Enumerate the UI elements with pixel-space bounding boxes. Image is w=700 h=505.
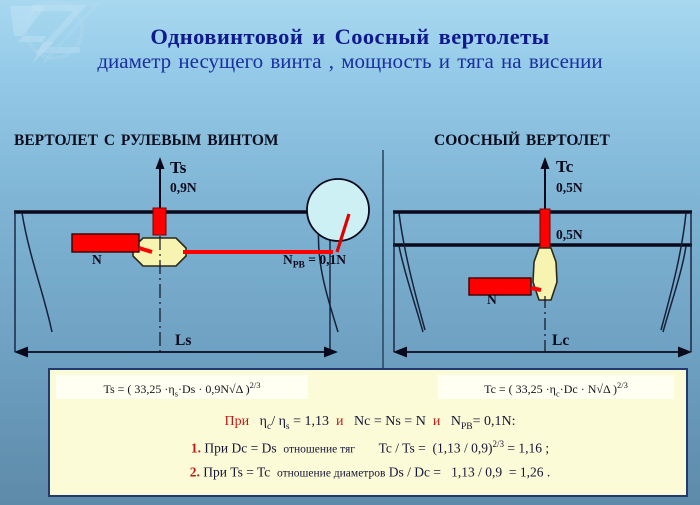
label-thrust-c: Tc	[556, 157, 574, 176]
blade-curve-right-4	[662, 245, 687, 333]
condition-line: При ηc/ ηs = 1,13 и Nc = Ns = N и NРВ= 0…	[50, 414, 690, 432]
formula-left-eta: ·η	[164, 382, 175, 396]
title-line-1: Одновинтовой и Соосный вертолеты	[150, 24, 550, 49]
condition-tail-value: = 0,1N:	[472, 414, 516, 429]
page-title: Одновинтовой и Соосный вертолеты диаметр…	[0, 24, 700, 74]
item-2-ratio: Ds / Dc =	[388, 464, 442, 480]
single-rotor-helicopter-diagram	[14, 157, 370, 358]
conclusion-item-1: 1. При Dc = Ds отношение тяг Tc / Ts = (…	[50, 439, 690, 457]
thrust-arrow-up-left	[155, 157, 165, 213]
formula-right-close: )	[610, 382, 618, 396]
formula-left-eta-sub: s	[174, 388, 178, 399]
dimension-line-ls	[14, 346, 338, 358]
condition-and-1: и	[336, 414, 344, 429]
tail-rotor-disc	[306, 178, 370, 242]
label-thrust-c-upper: 0,5N	[556, 180, 583, 195]
label-power-right: N	[487, 292, 497, 307]
thrust-arrow-up-right	[540, 157, 550, 213]
label-thrust-s-value: 0,9N	[170, 180, 197, 195]
item-1-expression: (1,13 / 0,9)	[432, 440, 493, 456]
item-1-condition: При Dc = Ds	[204, 440, 277, 456]
coaxial-helicopter-diagram	[393, 157, 692, 358]
condition-eta-value: = 1,13	[293, 414, 330, 429]
rotor-mast-left	[152, 207, 167, 236]
condition-slash: / η	[271, 414, 286, 429]
company-logo-watermark	[10, 0, 101, 64]
blade-curve-left-1	[21, 212, 53, 333]
dimension-line-lc	[393, 346, 692, 358]
formula-thrust-single: Ts = ( 33,25 ·ηs·Ds · 0,9N√Δ )2/3	[56, 375, 308, 399]
formula-right-mid: ·Dc · N	[559, 382, 597, 396]
label-power-left: N	[92, 252, 102, 267]
item-2-description: отношение диаметров	[277, 467, 386, 480]
section-heading-single-rotor: ВЕРТОЛЕТ С РУЛЕВЫМ ВИНТОМ	[14, 132, 279, 149]
conclusion-item-2: 2. При Ts = Tc отношение диаметров Ds / …	[50, 463, 690, 481]
label-tail-rotor-power: NРВ = 0,1N	[283, 252, 346, 271]
condition-tail-sub: РВ	[460, 421, 473, 432]
tail-rotor-blade	[335, 213, 351, 253]
condition-eta-c-sub: c	[266, 421, 272, 432]
formula-left-lhs: Ts = ( 33,25	[103, 382, 165, 396]
tail-power-subscript: РВ	[292, 260, 305, 271]
power-bar-left	[71, 233, 140, 253]
formula-thrust-coaxial: Tc = ( 33,25 ·ηc·Dc · N√Δ )2/3	[438, 375, 674, 399]
item-1-result: = 1,16 ;	[507, 440, 550, 456]
condition-eta-s-sub: s	[285, 421, 290, 432]
condition-and-2: и	[432, 414, 441, 429]
item-2-condition: При Ts = Tc	[203, 464, 271, 480]
blade-curve-right-2	[398, 245, 424, 333]
formula-right-exponent: 2/3	[617, 380, 628, 390]
label-thrust-c-lower: 0,5N	[556, 227, 583, 242]
condition-prefix: При	[224, 414, 250, 429]
formula-panel: Ts = ( 33,25 ·ηs·Ds · 0,9N√Δ )2/3 Tc = (…	[48, 368, 688, 497]
formula-left-exponent: 2/3	[249, 380, 261, 390]
condition-tail-symbol: N	[450, 414, 461, 429]
item-2-expression: 1,13 / 0,9	[451, 464, 503, 480]
label-thrust-s: Ts	[170, 158, 187, 177]
item-2-index: 2.	[189, 464, 200, 480]
formula-right-eta: ·η	[545, 382, 556, 396]
rotor-mast-right	[539, 208, 551, 252]
blade-curve-right-3	[660, 212, 687, 331]
item-1-index: 1.	[190, 440, 201, 456]
blade-curve-right-1	[398, 212, 426, 331]
formula-right-radical: √Δ	[596, 382, 611, 396]
formula-right-lhs: Tc = ( 33,25	[484, 382, 546, 396]
power-link-left	[138, 246, 153, 254]
conclusion-block: При ηc/ ηs = 1,13 и Nc = Ns = N и NРВ= 0…	[50, 414, 690, 481]
power-link-right	[530, 286, 542, 292]
item-1-description: отношение тяг	[283, 443, 355, 456]
item-2-result: = 1,26 .	[508, 464, 551, 480]
title-line-2: диаметр несущего винта , мощность и тяга…	[97, 49, 603, 74]
label-diameter-lc: Lc	[552, 332, 570, 349]
label-diameter-ls: Ls	[175, 332, 192, 349]
item-1-exponent: 2/3	[492, 438, 504, 449]
tail-power-value: = 0,1N	[308, 252, 346, 267]
condition-power: Nc = Ns = N	[354, 414, 426, 429]
fuselage-right	[532, 247, 558, 301]
item-1-ratio: Tc / Ts =	[378, 440, 426, 456]
condition-eta-c: η	[259, 414, 267, 429]
power-bar-right	[468, 277, 532, 296]
formula-left-radical: √Δ	[229, 382, 243, 396]
formula-right-eta-sub: c	[555, 388, 560, 399]
section-heading-coaxial: СООСНЫЙ ВЕРТОЛЕТ	[434, 132, 610, 149]
formula-left-mid: ·Ds · 0,9N	[178, 382, 229, 396]
tail-power-symbol: N	[283, 252, 293, 267]
formula-left-close: )	[242, 382, 250, 396]
